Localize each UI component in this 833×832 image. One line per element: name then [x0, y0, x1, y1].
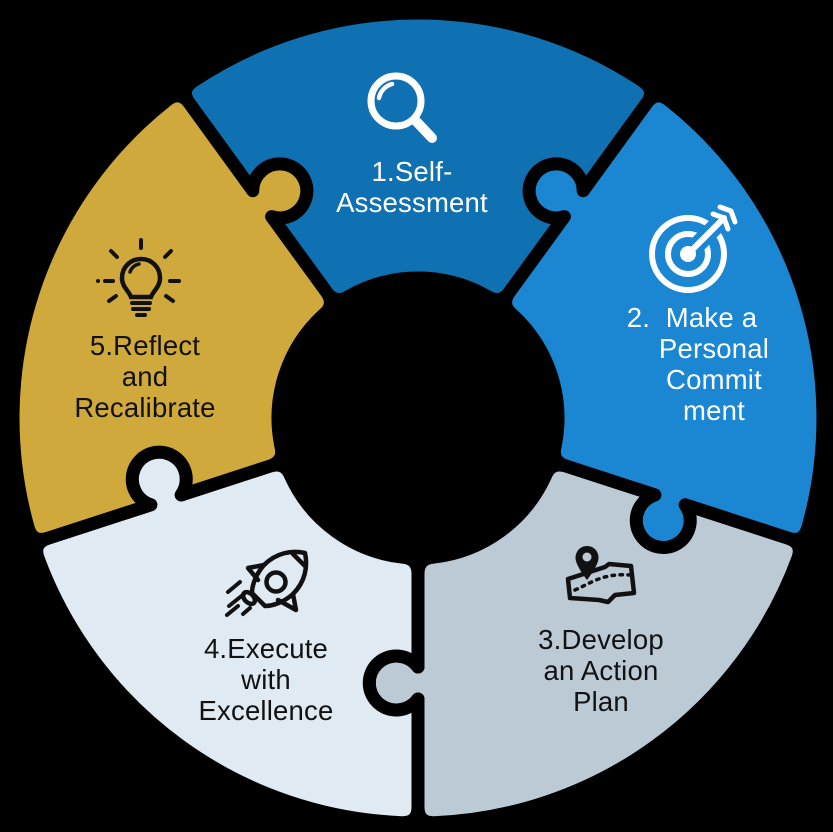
segment-2-label-line: 2. Make a — [626, 302, 758, 333]
puzzle-piece-3 — [362, 458, 806, 830]
segment-4-label-line: with — [241, 664, 291, 695]
puzzle-piece-5 — [6, 89, 337, 546]
segment-4-label: 4.Execute with Excellence — [199, 633, 334, 726]
segment-5-label-line: and — [121, 361, 169, 392]
segment-1-label-line: 1.Self- — [371, 156, 453, 187]
segment-2-label-line: Personal — [658, 333, 770, 364]
segment-5-label: 5.Reflect and Recalibrate — [74, 330, 215, 423]
lightbulb-icon — [96, 238, 181, 317]
segment-5-label-line: 5.Reflect — [89, 330, 201, 361]
rocket-icon — [225, 549, 309, 617]
segment-5-label-line: Recalibrate — [74, 392, 216, 423]
segment-4-label-line: Excellence — [198, 695, 334, 726]
segment-1-label-line: Assessment — [336, 187, 488, 218]
segment-2-label-line: Commit — [666, 364, 762, 395]
segment-3-label-line: Plan — [573, 686, 629, 717]
target-arrow-icon — [649, 201, 741, 293]
puzzle-piece-2 — [499, 89, 830, 555]
segment-2-label-line: ment — [683, 395, 745, 426]
segment-3-label-line: an Action — [543, 655, 659, 686]
puzzle-pieces — [6, 6, 830, 830]
map-pin-icon — [565, 546, 637, 605]
segment-1-label: 1.Self- Assessment — [336, 156, 488, 218]
segment-3-label: 3.Develop an Action Plan — [538, 624, 664, 717]
magnifier-icon — [367, 72, 437, 143]
map-pin-hole — [582, 552, 592, 562]
segment-4-label-line: 4.Execute — [203, 633, 329, 664]
puzzle-piece-4 — [30, 445, 425, 830]
segment-2-label: 2. Make a Personal Commit ment — [627, 302, 779, 426]
segment-3-label-line: 3.Develop — [538, 624, 664, 655]
